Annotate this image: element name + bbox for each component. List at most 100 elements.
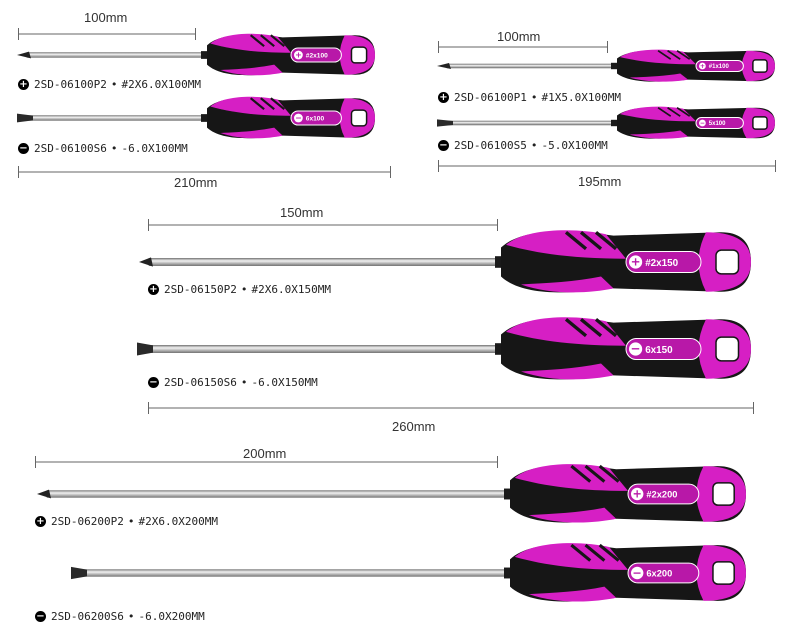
slotted-screwdriver: −6x150 [137, 317, 751, 380]
size-label-badge [625, 337, 702, 361]
slotted-tip [17, 113, 33, 123]
shaft [26, 115, 208, 121]
slotted-tip [137, 342, 153, 356]
spec-size: #2X6.0X100MM [121, 78, 201, 91]
dim-line-set100b-blade [438, 41, 608, 53]
pink-grip-top [210, 33, 291, 53]
slotted-tip [71, 566, 87, 580]
handle-size-text: #1x100 [709, 64, 730, 70]
ferrule [201, 51, 207, 59]
phillips-screwdriver: + #2x150 [139, 230, 751, 293]
slotted-screwdriver: −6x200 [71, 543, 746, 602]
minus-icon: − [633, 566, 642, 579]
model-number: 2SD-06100S6 [34, 142, 107, 155]
phillips-tip [37, 489, 51, 499]
handle-size-text: 6x200 [646, 569, 672, 579]
dim-line-set150-blade [148, 219, 498, 231]
spec-size: -6.0X150MM [251, 376, 318, 389]
slotted-screwdriver: −5x100 [437, 106, 775, 139]
spec-line-5: − 2SD-06150S6 • -6.0X150MM [148, 376, 318, 389]
spec-line-1: − 2SD-06100S6 • -6.0X100MM [18, 142, 188, 155]
bullet: • [240, 283, 248, 296]
size-label-badge [695, 60, 744, 72]
dim-label-set100b-total: 195mm [578, 174, 622, 189]
phillips-tip [139, 257, 153, 267]
plus-icon: + [18, 78, 29, 90]
bullet: • [127, 515, 135, 528]
handle-size-text: #2x200 [646, 490, 677, 500]
size-label-badge [625, 250, 702, 274]
size-label-badge [290, 47, 342, 63]
shaft [146, 345, 502, 353]
dim-label-set150-blade: 150mm [280, 205, 324, 220]
model-number: 2SD-06150S6 [164, 376, 237, 389]
ferrule [504, 488, 510, 500]
phillips-tip [17, 51, 31, 59]
dim-label-set100-blade: 100mm [84, 10, 128, 25]
spec-line-6: + 2SD-06200P2 • #2X6.0X200MM [35, 515, 218, 528]
shaft [80, 569, 511, 577]
bullet: • [530, 91, 538, 104]
spec-line-2: + 2SD-06100P1 • #1X5.0X100MM [438, 91, 621, 104]
minus-icon: − [700, 120, 705, 127]
minus-icon: − [18, 142, 29, 154]
plus-icon: + [700, 63, 705, 70]
dim-line-set100b-total [438, 160, 776, 172]
spec-size: #2X6.0X200MM [138, 515, 218, 528]
plus-icon: + [35, 515, 46, 527]
model-number: 2SD-06100P2 [34, 78, 107, 91]
spec-line-7: − 2SD-06200S6 • -6.0X200MM [35, 610, 205, 623]
model-number: 2SD-06200S6 [51, 610, 124, 623]
bullet: • [530, 139, 538, 152]
ferrule [201, 114, 207, 122]
ferrule [611, 119, 617, 127]
plus-icon: + [438, 91, 449, 103]
slotted-screwdriver: −6x100 [17, 96, 375, 139]
pink-grip-bottom [220, 127, 283, 139]
bullet: • [240, 376, 248, 389]
minus-icon: − [148, 376, 159, 388]
model-number: 2SD-06100S5 [454, 139, 527, 152]
spec-line-0: + 2SD-06100P2 • #2X6.0X100MM [18, 78, 201, 91]
spec-size: #2X6.0X150MM [251, 283, 331, 296]
pink-grip-top [506, 317, 626, 346]
plus-icon: + [148, 283, 159, 295]
spec-line-3: − 2SD-06100S5 • -5.0X100MM [438, 139, 608, 152]
phillips-screwdriver: + #1x100 [437, 49, 775, 82]
dim-label-set100-total: 210mm [174, 175, 218, 190]
handle-size-text: 5x100 [709, 121, 726, 127]
minus-icon: − [631, 342, 641, 356]
spec-size: -6.0X100MM [121, 142, 188, 155]
hang-hole [712, 561, 735, 585]
handle-size-text: #2x100 [306, 53, 328, 60]
pink-grip-bottom [521, 276, 614, 293]
shaft [26, 52, 208, 58]
dim-line-set150-total [148, 402, 754, 414]
bullet: • [110, 78, 118, 91]
hang-hole [350, 46, 368, 64]
pink-grip-bottom [629, 130, 689, 139]
dim-label-set150-total: 260mm [392, 419, 436, 434]
spec-size: -5.0X100MM [541, 139, 608, 152]
handle-size-text: #2x150 [645, 258, 678, 269]
hang-hole [752, 116, 768, 130]
phillips-tip [437, 63, 451, 69]
dim-line-set200-blade [35, 456, 498, 468]
pink-grip-top [506, 230, 626, 259]
spec-size: -6.0X200MM [138, 610, 205, 623]
shaft [46, 490, 511, 498]
ferrule [495, 256, 501, 268]
shaft [446, 120, 618, 126]
shaft [148, 258, 502, 266]
plus-icon: + [631, 255, 641, 269]
pink-grip-bottom [220, 64, 283, 76]
dim-line-set100-total [18, 166, 391, 178]
model-number: 2SD-06150P2 [164, 283, 237, 296]
slotted-tip [437, 119, 453, 127]
model-number: 2SD-06100P1 [454, 91, 527, 104]
hang-hole [752, 59, 768, 73]
pink-grip-top [210, 96, 291, 116]
ferrule [495, 343, 501, 355]
ferrule [504, 567, 510, 579]
shaft [446, 63, 618, 69]
